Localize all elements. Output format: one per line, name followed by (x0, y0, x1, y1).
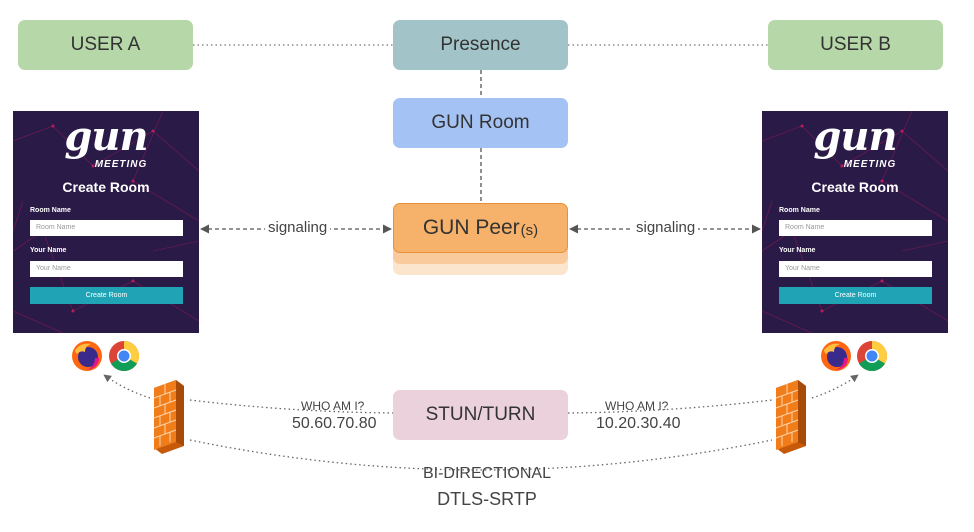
create-room-title: Create Room (811, 179, 899, 195)
user-b-node: USER B (768, 20, 943, 70)
presence-node: Presence (393, 20, 568, 70)
gun-peer-label: GUN Peer (422, 216, 520, 239)
bidirectional-label: BI-DIRECTIONAL (422, 465, 551, 482)
signaling-left-label: signaling (265, 219, 331, 236)
gun-logo: gun (813, 113, 897, 160)
user-a-label: USER A (70, 34, 141, 55)
create-room-panel-right: gun MEETING Create Room Room Name Room N… (762, 111, 948, 333)
who-am-i-right-label: WHO AM I? (605, 399, 669, 413)
your-name-label: Your Name (779, 247, 816, 254)
your-name-label: Your Name (30, 247, 67, 254)
chrome-icon (857, 341, 888, 372)
create-room-panel-left: gun MEETING Create Room Room Name Room N… (13, 111, 199, 333)
presence-label: Presence (440, 34, 521, 55)
gun-logo: gun (64, 113, 148, 160)
gun-peer-box: GUN Peer(s) (393, 203, 568, 253)
your-name-input[interactable]: Your Name (30, 261, 183, 277)
create-room-title: Create Room (62, 179, 150, 195)
firewall-icon (775, 380, 806, 454)
room-name-label: Room Name (30, 207, 71, 214)
firefox-icon (821, 341, 851, 371)
gun-logo-subtitle: MEETING (843, 159, 897, 170)
firewall-icon (153, 380, 184, 454)
user-b-label: USER B (820, 34, 891, 55)
stun-turn-node: STUN/TURN (393, 390, 568, 440)
gun-room-label: GUN Room (431, 112, 530, 133)
gun-peer-node: GUN Peer(s) (393, 203, 568, 275)
room-name-input[interactable]: Room Name (30, 220, 183, 236)
room-name-input[interactable]: Room Name (779, 220, 932, 236)
create-room-button[interactable]: Create Room (30, 287, 183, 304)
gun-room-node: GUN Room (393, 98, 568, 148)
dtls-srtp-label: DTLS-SRTP (437, 489, 537, 509)
room-name-label: Room Name (779, 207, 820, 214)
chrome-icon (109, 341, 140, 372)
your-name-input[interactable]: Your Name (779, 261, 932, 277)
gun-peer-suffix: (s) (520, 221, 539, 239)
user-a-node: USER A (18, 20, 193, 70)
ip-right-label: 10.20.30.40 (596, 415, 681, 432)
create-room-button[interactable]: Create Room (779, 287, 932, 304)
ip-left-label: 50.60.70.80 (292, 415, 377, 432)
firefox-icon (72, 341, 102, 371)
who-am-i-left-label: WHO AM I? (301, 399, 365, 413)
gun-logo-subtitle: MEETING (94, 159, 148, 170)
signaling-right-label: signaling (633, 219, 699, 236)
stun-turn-label: STUN/TURN (425, 404, 536, 425)
